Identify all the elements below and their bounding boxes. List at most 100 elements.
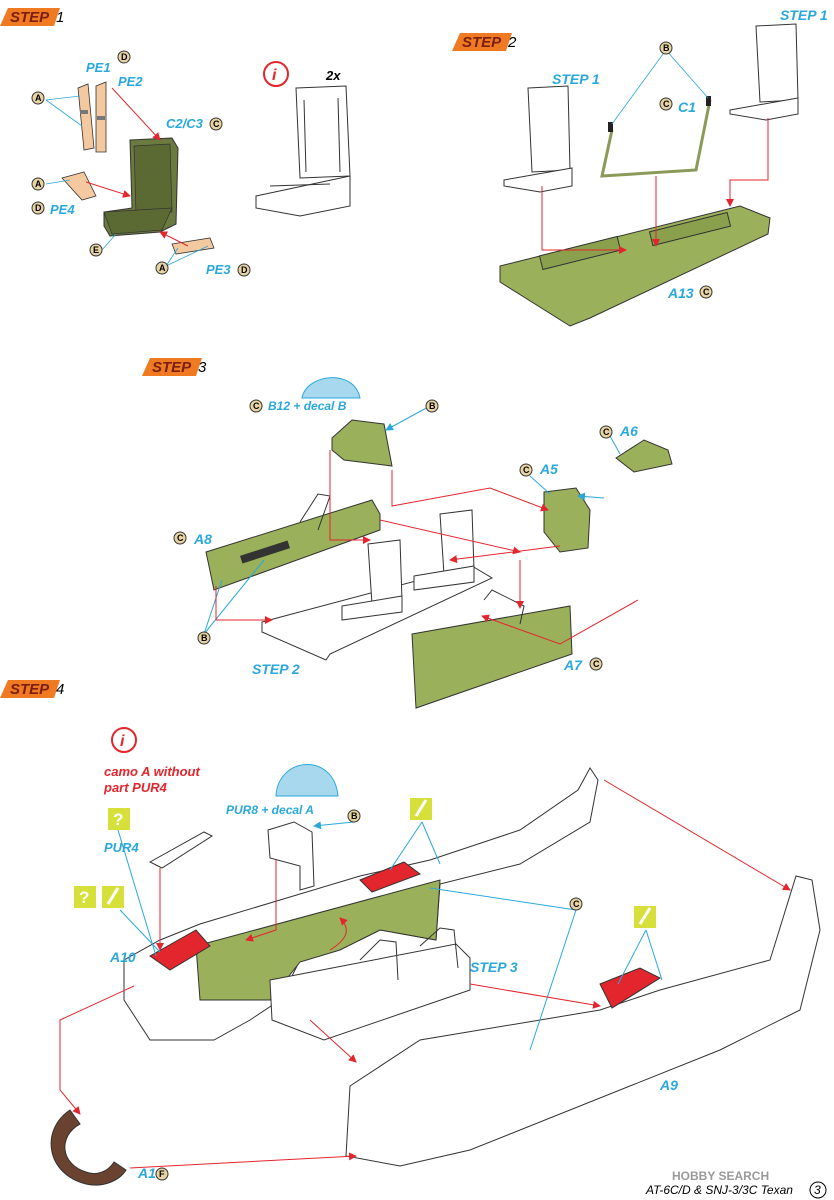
color-callout-f: F — [155, 1167, 169, 1181]
fuselage-half-a9 — [345, 875, 821, 1167]
glue-icon — [634, 906, 656, 928]
label-a13: A13 — [667, 285, 694, 301]
svg-text:A: A — [35, 93, 42, 103]
color-callout-a: A — [155, 261, 169, 275]
label-pe3: PE3 — [206, 262, 231, 277]
svg-text:?: ? — [113, 810, 123, 829]
label-b12-decal-b: B12 + decal B — [268, 399, 347, 413]
color-callout-d: D — [31, 201, 45, 215]
label-c2-c3: C2/C3 — [166, 116, 204, 131]
svg-text:C: C — [523, 465, 530, 475]
part-pur8 — [267, 821, 315, 891]
svg-text:B: B — [429, 401, 436, 411]
color-callout-c: C — [659, 97, 673, 111]
svg-text:1: 1 — [56, 9, 64, 26]
footer: HOBBY SEARCH AT-6C/D & SNJ-3/3C Texan 3 — [645, 1169, 827, 1199]
seat-assembled — [255, 85, 351, 217]
seat-assembled — [341, 539, 403, 621]
label-c1: C1 — [678, 99, 696, 115]
color-callout-c: C — [249, 399, 263, 413]
svg-text:C: C — [603, 427, 610, 437]
question-icon: ? — [74, 886, 96, 908]
arrow-pe3-to-seat — [159, 231, 189, 247]
label-pur8-decal-a: PUR8 + decal A — [226, 803, 314, 817]
label-pur4: PUR4 — [104, 840, 139, 855]
question-icon: ? — [108, 808, 130, 830]
svg-text:B: B — [663, 43, 670, 53]
svg-text:?: ? — [79, 888, 89, 907]
step2-banner: STEP 2 — [452, 33, 517, 51]
svg-text:STEP: STEP — [10, 9, 50, 26]
color-callout-c: C — [589, 657, 603, 671]
color-callout-a: A — [31, 177, 45, 191]
glue-icon — [410, 798, 432, 820]
side-wall-a8 — [205, 499, 381, 591]
color-callout-b: B — [659, 41, 673, 55]
label-a5: A5 — [539, 461, 558, 477]
label-step1-ref: STEP 1 — [552, 71, 600, 87]
side-wall-a7 — [411, 605, 573, 709]
quantity-label: 2x — [325, 68, 341, 83]
seat-c2-c3 — [103, 137, 179, 237]
svg-text:C: C — [573, 899, 580, 909]
step3-banner: STEP 3 — [142, 358, 207, 376]
seat-assembled — [413, 509, 475, 591]
step2-section: STEP 1 STEP 1 C1 A13 B C C — [499, 7, 828, 327]
svg-text:C: C — [253, 401, 260, 411]
arrow-pe-to-seat — [111, 87, 161, 141]
camo-note-line2: part PUR4 — [103, 780, 168, 795]
svg-text:C: C — [703, 287, 710, 297]
info-icon: i — [263, 61, 289, 87]
label-step3-ref: STEP 3 — [470, 959, 518, 975]
label-step2-ref: STEP 2 — [252, 661, 300, 677]
step1-section: PE1 PE2 C2/C3 PE4 PE3 D A A D C E A D i … — [31, 50, 351, 277]
svg-text:C: C — [593, 659, 600, 669]
step1-banner: STEP 1 — [0, 8, 64, 26]
svg-text:i: i — [272, 67, 277, 84]
color-callout-c: C — [599, 425, 613, 439]
label-a10: A10 — [109, 949, 136, 965]
color-callout-b: B — [347, 809, 361, 823]
frame-c1 — [600, 99, 712, 178]
color-callout-c: C — [209, 117, 223, 131]
label-a7: A7 — [563, 657, 583, 673]
color-callout-d: D — [237, 263, 251, 277]
label-pe2: PE2 — [118, 74, 143, 89]
label-pe4: PE4 — [50, 202, 75, 217]
shoulder-belts-pe1-pe2 — [77, 81, 107, 153]
part-a6 — [615, 439, 673, 473]
svg-text:B: B — [201, 633, 208, 643]
svg-text:C: C — [663, 99, 670, 109]
svg-text:D: D — [35, 203, 42, 213]
svg-text:B: B — [351, 811, 358, 821]
floor-a13 — [499, 205, 771, 327]
svg-text:STEP: STEP — [152, 359, 192, 376]
label-a6: A6 — [619, 423, 638, 439]
color-callout-d: D — [117, 50, 131, 64]
svg-text:A: A — [35, 179, 42, 189]
step4-section: i camo A without part PUR4 PUR8 + decal … — [50, 727, 821, 1186]
svg-text:C: C — [177, 533, 184, 543]
part-pur4 — [148, 831, 214, 869]
decal-a-thumbnail — [275, 764, 339, 797]
svg-text:STEP: STEP — [462, 34, 502, 51]
svg-text:F: F — [159, 1169, 165, 1179]
label-a8: A8 — [193, 531, 212, 547]
glue-icon — [102, 886, 124, 908]
cockpit-assembly — [269, 927, 471, 1041]
color-callout-c: C — [699, 285, 713, 299]
info-icon: i — [111, 727, 137, 753]
ring-a1 — [50, 1109, 127, 1186]
color-callout-c: C — [569, 897, 583, 911]
decal-b-thumbnail — [301, 377, 361, 399]
svg-text:A: A — [159, 263, 166, 273]
seat-assembled — [729, 23, 799, 121]
svg-text:STEP: STEP — [10, 681, 50, 698]
watermark: HOBBY SEARCH — [672, 1169, 769, 1183]
svg-text:E: E — [93, 245, 99, 255]
svg-text:D: D — [121, 52, 128, 62]
panel-b12 — [331, 419, 393, 467]
page-number: 3 — [814, 1183, 821, 1197]
step3-section: B12 + decal B A6 A5 A8 STEP 2 A7 — [173, 377, 673, 709]
lap-belt-pe3 — [171, 237, 215, 255]
